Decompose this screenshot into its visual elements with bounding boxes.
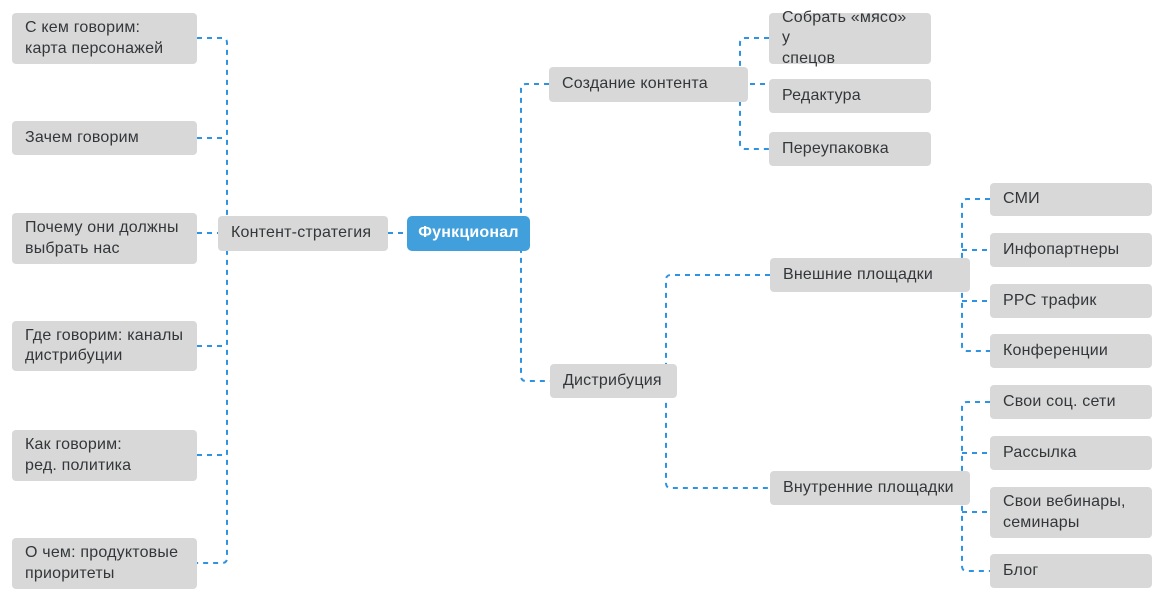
node-editing[interactable]: Редактура [769, 79, 931, 113]
node-smi[interactable]: СМИ [990, 183, 1152, 216]
edge-left-trunk [197, 37, 228, 564]
node-where-we-talk[interactable]: Где говорим: каналы дистрибуции [12, 321, 197, 371]
node-own-webinars[interactable]: Свои вебинары, семинары [990, 487, 1152, 538]
node-conferences[interactable]: Конференции [990, 334, 1152, 368]
node-who-we-talk-to[interactable]: С кем говорим: карта персонажей [12, 13, 197, 64]
node-how-we-talk[interactable]: Как говорим: ред. политика [12, 430, 197, 481]
node-external-platforms[interactable]: Внешние площадки [770, 258, 970, 292]
node-internal-platforms[interactable]: Внутренние площадки [770, 471, 970, 505]
node-content-creation[interactable]: Создание контента [549, 67, 748, 102]
node-blog[interactable]: Блог [990, 554, 1152, 588]
node-why-we-talk[interactable]: Зачем говорим [12, 121, 197, 155]
node-repackaging[interactable]: Переупаковка [769, 132, 931, 166]
node-newsletter[interactable]: Рассылка [990, 436, 1152, 470]
node-ppc-traffic[interactable]: PPC трафик [990, 284, 1152, 318]
node-own-social[interactable]: Свои соц. сети [990, 385, 1152, 419]
node-content-strategy[interactable]: Контент-стратегия [218, 216, 388, 251]
node-gather-material[interactable]: Собрать «мясо» у спецов [769, 9, 931, 67]
edge-distribution-trunk [665, 274, 770, 489]
node-why-choose-us[interactable]: Почему они должны выбрать нас [12, 213, 197, 264]
node-infopartners[interactable]: Инфопартнеры [990, 233, 1152, 267]
node-distribution[interactable]: Дистрибуция [550, 364, 677, 398]
node-root[interactable]: Функционал [407, 216, 530, 251]
node-what-about[interactable]: О чем: продуктовые приоритеты [12, 538, 197, 589]
